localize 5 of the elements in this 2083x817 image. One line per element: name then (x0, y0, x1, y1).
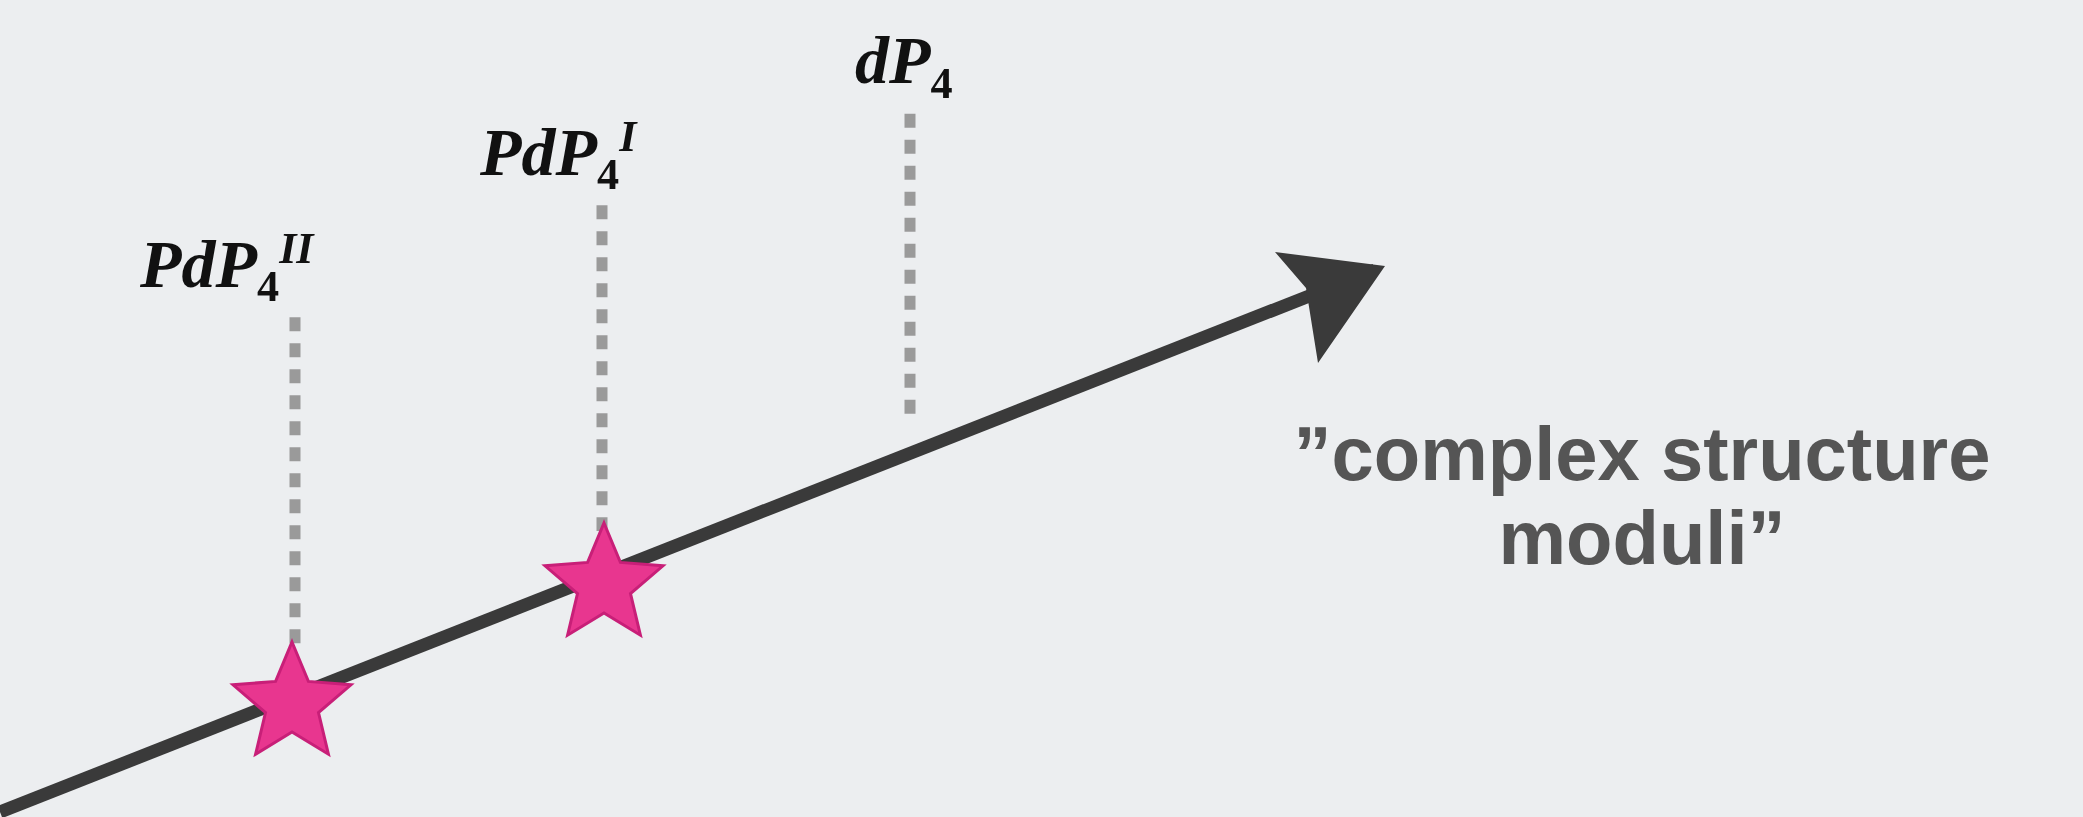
math-label: dP$_{4}$ (855, 20, 953, 110)
star-marker (541, 519, 667, 639)
star-marker (229, 638, 355, 758)
axis-label: ”complex structure moduli” (1292, 412, 1992, 580)
leader-line (596, 205, 608, 531)
